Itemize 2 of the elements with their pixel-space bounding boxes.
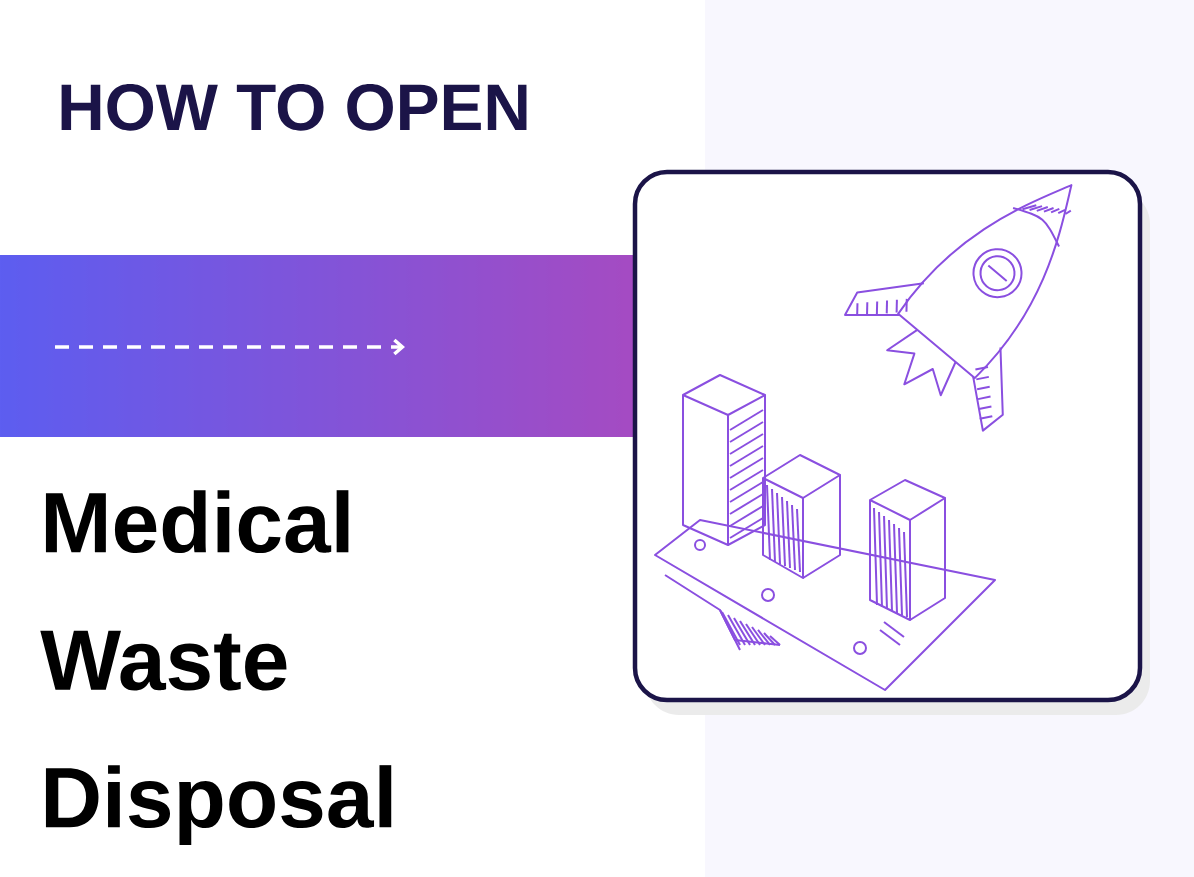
- heading: Medical Waste Disposal: [40, 490, 392, 846]
- title: HOW TO OPEN: [61, 84, 527, 131]
